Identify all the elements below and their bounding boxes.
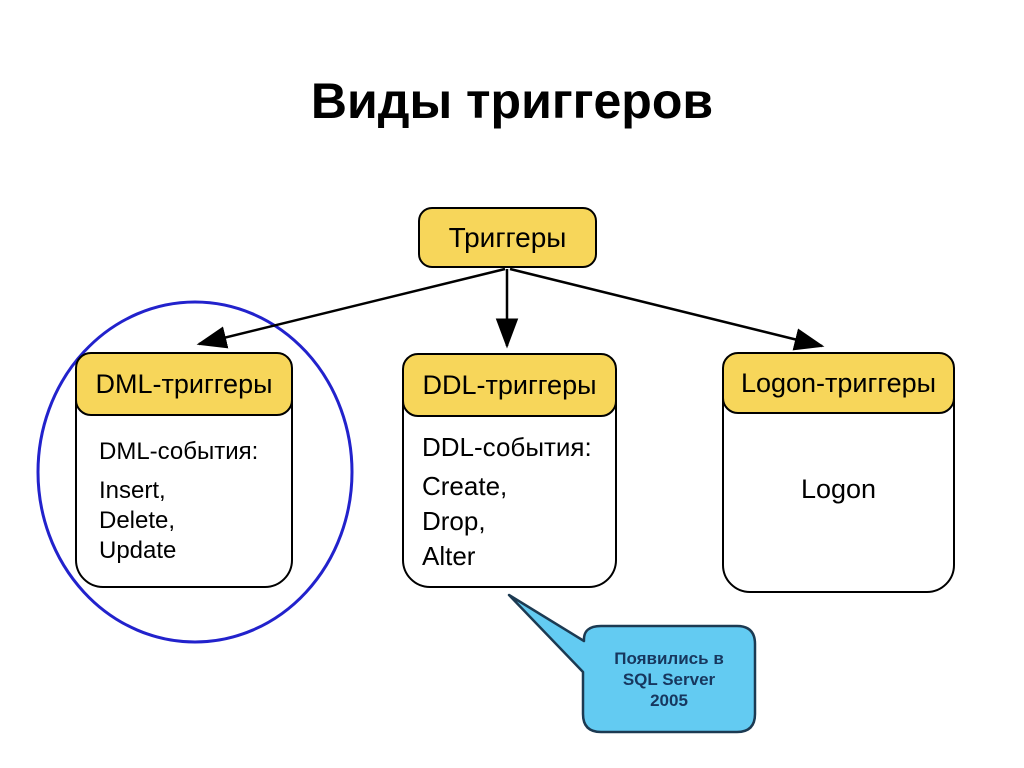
ddl-events-label: DDL-события: [422, 432, 592, 462]
card-logon-header: Logon-триггеры [722, 352, 955, 414]
card-dml-body: DML-события: Insert, Delete, Update [77, 418, 291, 586]
dml-events-label: DML-события: [99, 438, 259, 465]
node-triggers: Триггеры [418, 207, 597, 268]
callout-bubble [507, 593, 757, 734]
card-ddl-body: DDL-события: Create, Drop, Alter [404, 419, 615, 586]
card-ddl-header-label: DDL-триггеры [422, 369, 597, 400]
card-dml-triggers: DML-триггеры DML-события: Insert, Delete… [75, 352, 293, 588]
card-ddl-header: DDL-триггеры [402, 353, 617, 417]
ddl-event-alter: Alter [422, 541, 476, 571]
dml-event-delete: Delete, [99, 507, 176, 534]
dml-event-update: Update [99, 537, 177, 564]
node-triggers-label: Триггеры [448, 221, 567, 253]
card-dml-header-label: DML-триггеры [95, 368, 273, 399]
card-logon-body: Logon [724, 416, 953, 591]
dml-event-insert: Insert, [99, 477, 166, 504]
card-logon-header-label: Logon-триггеры [740, 367, 937, 398]
tree-arrows [196, 267, 825, 351]
logon-body-label: Logon [800, 474, 877, 504]
arrow-to-logon [509, 267, 825, 351]
ddl-event-create: Create, [422, 471, 508, 501]
page-title: Виды триггеров [310, 73, 714, 129]
card-dml-header: DML-триггеры [75, 352, 293, 416]
arrow-to-dml [196, 267, 506, 349]
highlight-ellipse [36, 300, 354, 644]
callout-label: Появились в SQL Server 2005 [614, 648, 724, 710]
card-logon-triggers: Logon-триггеры Logon [722, 352, 955, 593]
card-ddl-triggers: DDL-триггеры DDL-события: Create, Drop, … [402, 353, 617, 588]
ddl-event-drop: Drop, [422, 506, 486, 536]
